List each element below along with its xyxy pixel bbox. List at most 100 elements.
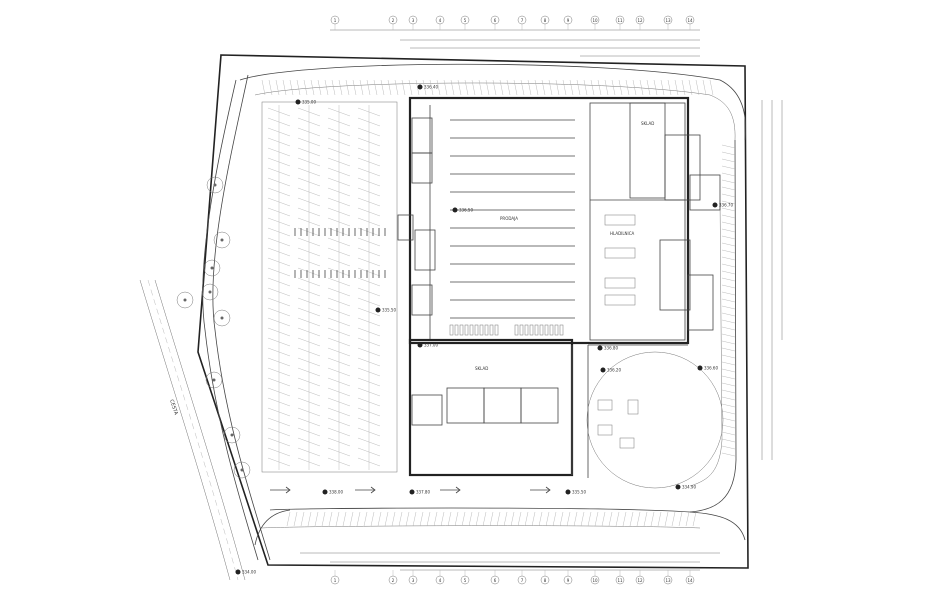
hatch-line xyxy=(412,511,417,527)
grid-bubble-bottom: 3 xyxy=(408,570,418,585)
hatch-line xyxy=(429,79,434,96)
hatch-line xyxy=(286,511,291,527)
hatch-line xyxy=(450,79,455,96)
hatch-line xyxy=(721,319,736,324)
hatch-line xyxy=(721,340,736,345)
trees xyxy=(176,176,251,479)
hatch-line xyxy=(721,144,736,149)
hatch-line xyxy=(394,79,399,96)
north-access-road xyxy=(239,63,746,141)
hatch-line xyxy=(709,79,714,96)
hatch-line xyxy=(443,79,448,96)
hatch-line xyxy=(380,79,385,96)
grid-bubble-label: 8 xyxy=(544,18,547,23)
hatch-line xyxy=(440,511,445,527)
hatch-line xyxy=(583,79,588,96)
elevation-label: 334.00 xyxy=(242,570,256,575)
grid-bubble-bottom: 12 xyxy=(635,570,645,585)
checkout-lane xyxy=(559,324,564,336)
tree-canopy xyxy=(213,231,231,249)
hatch-line xyxy=(373,79,378,96)
hatch-line xyxy=(721,445,736,450)
grid-bubble-label: 8 xyxy=(544,578,547,583)
grid-bubble-bottom: 9 xyxy=(563,570,573,585)
checkout-lane xyxy=(519,324,524,336)
grid-bubble-label: 11 xyxy=(617,578,623,583)
hatch-line xyxy=(580,511,585,527)
hatch-line xyxy=(492,79,497,96)
grid-bubble-top: 1 xyxy=(330,15,340,30)
hatch-line xyxy=(721,452,736,457)
grid-bubble-label: 13 xyxy=(665,578,671,583)
elevation-marker: 335.50 xyxy=(375,307,396,313)
hatch-line xyxy=(566,511,571,527)
hatch-line xyxy=(300,511,305,527)
grid-bubble-top: 5 xyxy=(460,15,470,30)
elevation-label: 336.50 xyxy=(459,208,473,213)
hatch-line xyxy=(541,79,546,96)
east-embankment xyxy=(689,139,737,513)
grid-bubble-bottom: 7 xyxy=(517,570,527,585)
tree-canopy xyxy=(176,291,194,309)
checkout-lane xyxy=(514,324,519,336)
hatch-line xyxy=(671,511,676,527)
grid-bubble-bottom: 6 xyxy=(490,570,500,585)
elevation-marker: 336.20 xyxy=(600,367,621,373)
grid-bubble-bottom: 2 xyxy=(388,570,398,585)
hatch-line xyxy=(721,403,736,408)
hatch-line xyxy=(506,79,511,96)
tree-trunk xyxy=(220,316,224,320)
grid-bubble-label: 9 xyxy=(567,18,570,23)
hatch-line xyxy=(721,291,736,296)
hatch-line xyxy=(615,511,620,527)
hatch-line xyxy=(447,511,452,527)
hatch-line xyxy=(513,79,518,96)
checkout-lane xyxy=(464,324,469,336)
hatch-line xyxy=(405,511,410,527)
hatch-line xyxy=(531,511,536,527)
grid-bubble-bottom: 1 xyxy=(330,570,340,585)
hatch-line xyxy=(594,511,599,527)
grid-bubble-label: 5 xyxy=(464,578,467,583)
hatch-line xyxy=(721,382,736,387)
tree-canopy xyxy=(223,426,241,444)
grid-bubble-label: 4 xyxy=(439,18,442,23)
tree-trunk xyxy=(208,290,212,294)
hatch-line xyxy=(587,511,592,527)
room-label-sklad-2: SKLAD xyxy=(475,366,488,371)
hatch-line xyxy=(408,79,413,96)
road-label: CESTA xyxy=(168,399,179,417)
hatch-line xyxy=(688,79,693,96)
hatch-line xyxy=(282,79,287,96)
hatch-line xyxy=(721,165,736,170)
grid-bubble-label: 6 xyxy=(494,18,497,23)
hatch-line xyxy=(338,79,343,96)
hatch-line xyxy=(303,79,308,96)
hatch-line xyxy=(721,368,736,373)
hatch-line xyxy=(275,79,280,96)
hatch-line xyxy=(721,221,736,226)
elevation-markers: 335.00336.40336.50335.50337.00336.80336.… xyxy=(235,84,733,575)
grid-bubble-top: 9 xyxy=(563,15,573,30)
hatch-line xyxy=(721,214,736,219)
hatch-line xyxy=(646,79,651,96)
elevation-label: 336.60 xyxy=(704,366,718,371)
elevation-label: 335.00 xyxy=(302,100,316,105)
hatch-line xyxy=(721,193,736,198)
hatch-line xyxy=(419,511,424,527)
hatch-line xyxy=(517,511,522,527)
hatch-line xyxy=(454,511,459,527)
grid-bubble-label: 1 xyxy=(334,18,337,23)
hatch-line xyxy=(657,511,662,527)
hatch-line xyxy=(415,79,420,96)
grid-bubble-label: 12 xyxy=(637,18,643,23)
tree-canopy xyxy=(205,371,223,389)
hatch-line xyxy=(559,511,564,527)
hatch-line xyxy=(296,79,301,96)
hatch-line xyxy=(317,79,322,96)
grid-bubble-label: 2 xyxy=(392,578,395,583)
grid-bubble-top: 8 xyxy=(540,15,550,30)
grid-bubble-top: 10 xyxy=(590,15,600,30)
checkout-lane xyxy=(454,324,459,336)
